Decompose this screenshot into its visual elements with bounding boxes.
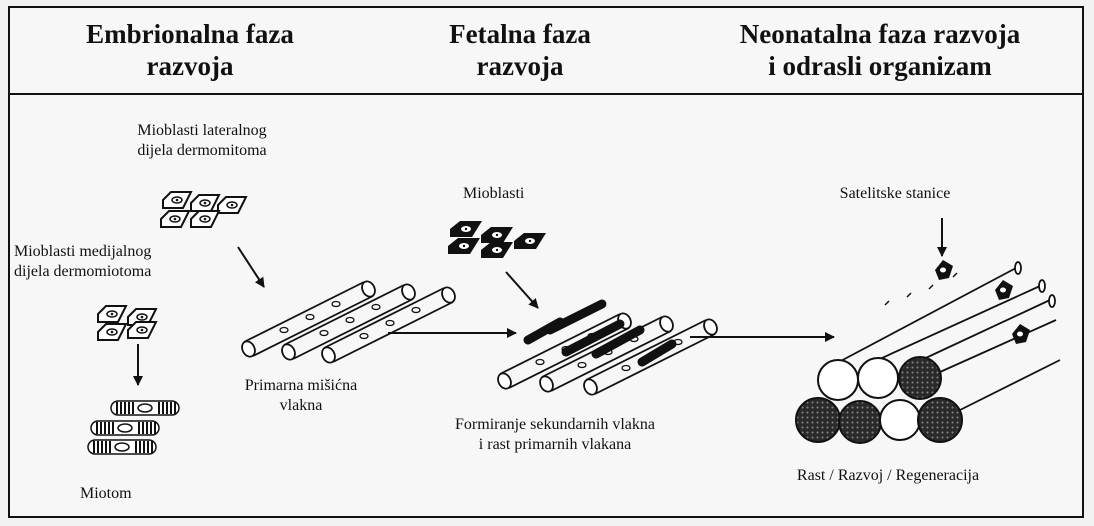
label-primary-line1: Primarna mišićna [244, 377, 358, 394]
label-lateral-line2: dijela dermomitoma [137, 142, 267, 159]
arrow-lateral-to-primary [237, 246, 265, 288]
fiber-cross-sections [795, 356, 963, 444]
medial-myoblast-cells [97, 305, 157, 341]
label-primary-fibers: Primarna mišićna vlakna [226, 376, 376, 416]
header-neonatal-line1: Neonatalna faza razvoja [739, 19, 1021, 49]
header-embryonic-phase: Embrionalna faza razvoja [40, 18, 340, 82]
phase-header: Embrionalna faza razvoja Fetalna faza ra… [10, 8, 1082, 95]
label-primary-line2: vlakna [279, 397, 323, 414]
header-fetal-phase: Fetalna faza razvoja [420, 18, 620, 82]
label-medial-line2: dijela dermomiotoma [14, 263, 152, 280]
label-secondary-line1: Formiranje sekundarnih vlakna [455, 416, 655, 433]
arrow-myoblasts-to-secondary [505, 271, 539, 309]
header-embryonic-line2: razvoja [146, 51, 234, 81]
label-fetal-myoblasts: Mioblasti [463, 185, 525, 202]
satellite-cells [884, 260, 1030, 344]
label-lateral-line1: Mioblasti lateralnog [137, 122, 267, 139]
mature-fiber-bundle [819, 261, 1061, 411]
label-secondary-fibers: Formiranje sekundarnih vlakna i rast pri… [425, 415, 685, 455]
header-neonatal-phase: Neonatalna faza razvoja i odrasli organi… [700, 18, 1060, 82]
lateral-myoblast-cells [160, 191, 247, 228]
header-embryonic-line1: Embrionalna faza [86, 19, 294, 49]
miotom-cells [87, 400, 180, 455]
label-satellite-cells: Satelitske stanice [839, 185, 951, 202]
header-fetal-line1: Fetalna faza [449, 19, 591, 49]
label-lateral-myoblasts: Mioblasti lateralnog dijela dermomitoma [112, 121, 292, 161]
label-medial-myoblasts: Mioblasti medijalnog dijela dermomiotoma [14, 242, 214, 282]
header-neonatal-line2: i odrasli organizam [768, 51, 992, 81]
label-miotom: Miotom [80, 485, 132, 502]
label-secondary-line2: i rast primarnih vlakana [478, 436, 632, 453]
fetal-myoblast-cells [448, 221, 546, 258]
fetal-fibers [494, 299, 721, 398]
label-medial-line1: Mioblasti medijalnog [14, 243, 152, 260]
header-fetal-line2: razvoja [476, 51, 564, 81]
diagram-frame: Embrionalna faza razvoja Fetalna faza ra… [8, 6, 1084, 518]
primary-fibers [238, 278, 459, 366]
label-growth: Rast / Razvoj / Regeneracija [796, 467, 980, 484]
